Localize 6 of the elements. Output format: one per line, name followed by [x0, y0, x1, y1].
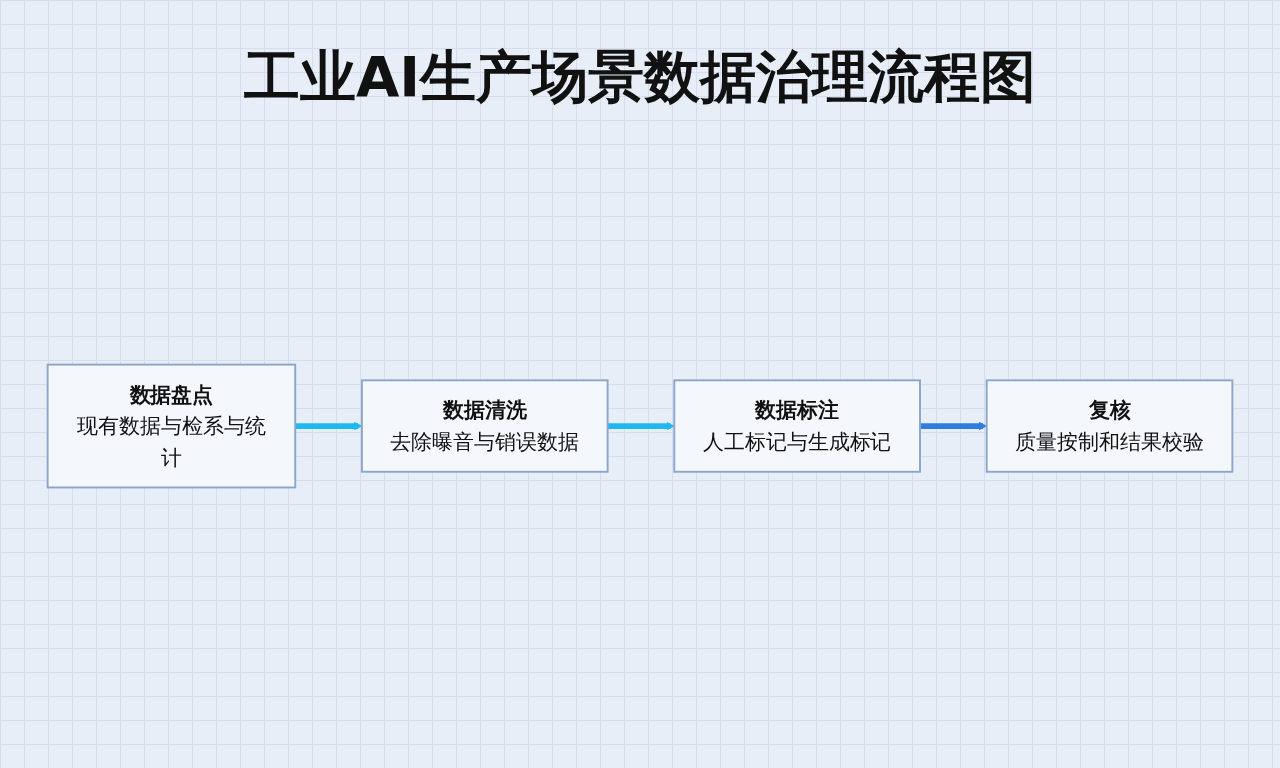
diagram-title: 工业AI生产场景数据治理流程图: [242, 43, 1038, 111]
node-box: 复核 质量按制和结果校验: [985, 379, 1234, 473]
node-box: 数据清洗 去除曝音与销误数据: [360, 379, 609, 473]
node-box: 数据盘点 现有数据与检系与统计: [46, 363, 297, 489]
arrow: [607, 421, 675, 431]
node-box: 数据标注 人工标记与生成标记: [673, 379, 921, 473]
